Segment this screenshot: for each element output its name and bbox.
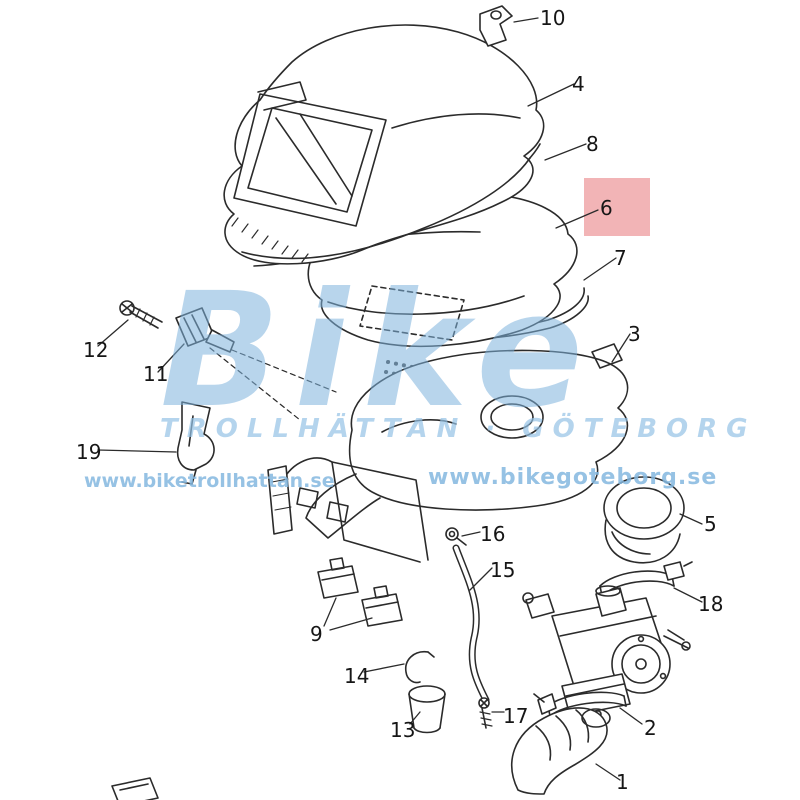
bracket-19 xyxy=(176,401,215,485)
callout-19: 19 xyxy=(76,440,102,464)
callout-7: 7 xyxy=(614,246,627,270)
callout-2: 2 xyxy=(644,716,657,740)
carburetor-assembly xyxy=(522,585,691,729)
clip-14 xyxy=(404,650,435,684)
sensor-11 xyxy=(175,307,337,421)
callout-13: 13 xyxy=(390,718,416,742)
callout-11: 11 xyxy=(143,362,169,386)
mount-bracket-frame xyxy=(267,457,429,563)
callout-14: 14 xyxy=(344,664,370,688)
callout-16: 16 xyxy=(480,522,506,546)
callout-3: 3 xyxy=(628,322,641,346)
callout-1: 1 xyxy=(616,770,629,794)
leader-lines xyxy=(97,17,703,781)
callout-9: 9 xyxy=(310,622,323,646)
callout-4: 4 xyxy=(572,72,585,96)
callout-8: 8 xyxy=(586,132,599,156)
callout-17: 17 xyxy=(503,704,529,728)
corner-part xyxy=(111,777,159,800)
case-lower-3 xyxy=(305,343,629,539)
boot-13 xyxy=(408,685,446,734)
duct-1 xyxy=(510,707,611,795)
callout-5: 5 xyxy=(704,512,717,536)
callout-6: 6 xyxy=(600,196,613,220)
callout-10: 10 xyxy=(540,6,566,30)
element-outline-dashed xyxy=(359,285,465,341)
air-cleaner-cover-4 xyxy=(223,24,545,265)
callout-18: 18 xyxy=(698,592,724,616)
clip-10 xyxy=(479,5,513,47)
joint-5 xyxy=(603,476,685,564)
screw-17 xyxy=(478,697,493,729)
callout-15: 15 xyxy=(490,558,516,582)
highlight-box-part-6 xyxy=(584,178,650,236)
clamp-2 xyxy=(533,691,627,717)
callout-12: 12 xyxy=(83,338,109,362)
screw-12 xyxy=(119,300,163,329)
clamp-16 xyxy=(445,527,467,546)
hose-15 xyxy=(452,544,490,704)
